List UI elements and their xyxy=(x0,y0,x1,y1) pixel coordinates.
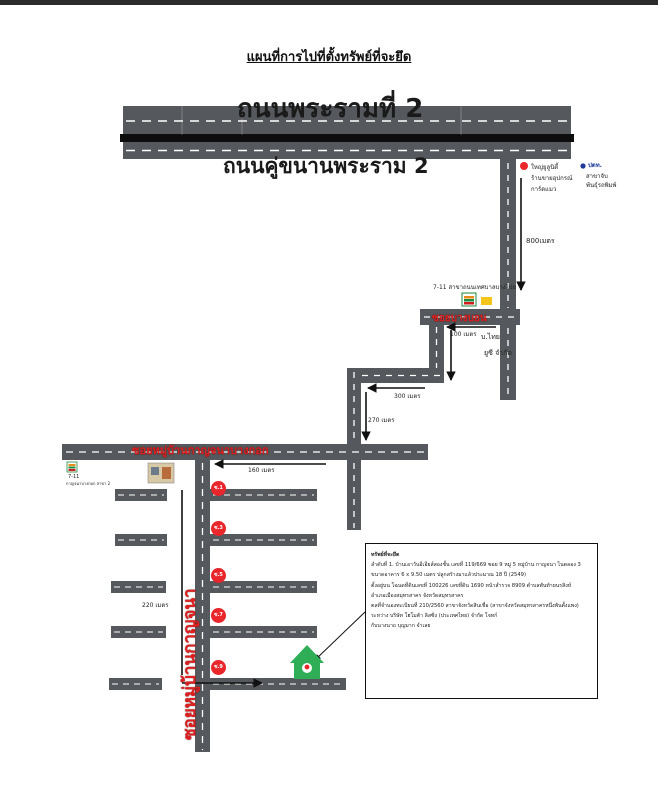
distance-100: 100 เมตร xyxy=(450,331,477,338)
nw-label: บ.ไทย xyxy=(481,333,500,341)
info-line: ตั้งอยู่บน โฉนดที่ดินเลขที่ 100226 เลขที… xyxy=(371,582,572,589)
seven-eleven-left-icon xyxy=(66,461,78,473)
soi-marker: ซ.1 xyxy=(211,481,226,496)
main-road-label: ถนนพระรามที่ 2 xyxy=(237,94,424,124)
ptt-sub-label: สาขาจับ xyxy=(586,173,608,180)
home-location-icon xyxy=(290,645,324,679)
distance-160: 160 เมตร xyxy=(248,467,275,474)
soi-marker: ซ.5 xyxy=(211,568,226,583)
info-line: ขนาดอาคาร 6 x 9.50 เมตร ปลูกสร้างมาแล้วป… xyxy=(371,572,526,579)
distance-300: 300 เมตร xyxy=(394,393,421,400)
info-line: ทรัพย์ที่จะยึด xyxy=(371,552,400,558)
soi-marker: ซ.7 xyxy=(211,608,226,623)
soi-marker: ซ.9 xyxy=(211,660,226,675)
property-info-box: ทรัพย์ที่จะยึด ลำดับที่ 1. บ้านเอาวันอีเ… xyxy=(365,543,598,699)
landmark-dot xyxy=(520,162,528,170)
info-line: ตลที่จำนองทะเบียนที่ 210/2560 สาขาจังหวั… xyxy=(371,603,579,610)
distance-800: 800เมตร xyxy=(526,237,555,245)
seven-bottom-label: 7-11 xyxy=(68,474,80,480)
seven-top-label: 7-11 สาขาถนนเทศบาลบางไปย xyxy=(433,284,516,291)
seven-bottom-sub-label: กาญจนาบางกอก สาขา 2 xyxy=(66,481,111,486)
distance-220: 220 เมตร xyxy=(142,602,169,609)
ptt-label: ปตท. xyxy=(588,162,602,169)
soi-marker: ซ.3 xyxy=(211,521,226,536)
info-line: กับนางนาถ บุญมาก จำเลย xyxy=(371,623,431,630)
frontage-road-label: ถนนคู่ขนานพระราม 2 xyxy=(223,154,429,178)
main-road xyxy=(120,106,574,159)
street-label: ซอยหมู่บ้านกาญจนา xyxy=(180,588,200,740)
callout-line xyxy=(314,611,366,661)
direction-arrows xyxy=(181,178,526,688)
top-bar xyxy=(0,0,658,5)
store-top-label-2: ร้านขายอุปกรณ์ xyxy=(531,175,573,182)
soi-label: ซอยหมู่บ้านกาญจนาบางกอก xyxy=(132,444,269,457)
road-network xyxy=(62,159,520,752)
company-label: ยูซี จำกัด xyxy=(484,349,512,357)
info-line: อำเภอเมืองสมุทรสาคร จังหวัดสมุทรสาคร xyxy=(371,592,464,599)
building-icon xyxy=(147,462,175,484)
seven-eleven-top-icon xyxy=(461,292,492,307)
store-top-label-3: การ์ดแมว xyxy=(531,186,557,193)
info-line: ลำดับที่ 1. บ้านเอาวันอีเอียส์สองชั้น เล… xyxy=(371,562,581,569)
ptt-icon xyxy=(580,163,586,169)
ptt-sub-label-2: พ้นธุ์รถพิมพ์ xyxy=(586,182,617,189)
info-line: ระหว่าง บริษัท โฮโมต้า ลิสซิ่ง (ประเทศไท… xyxy=(371,613,498,620)
distance-270: 270 เมตร xyxy=(368,417,395,424)
store-top-label: ใหญ่ยูลูนิตี้ xyxy=(531,164,559,171)
junction-label: ซอยบางบอน xyxy=(432,313,487,324)
map-title: แผนที่การไปที่ตั้งทรัพย์ที่จะยึด xyxy=(246,50,412,65)
